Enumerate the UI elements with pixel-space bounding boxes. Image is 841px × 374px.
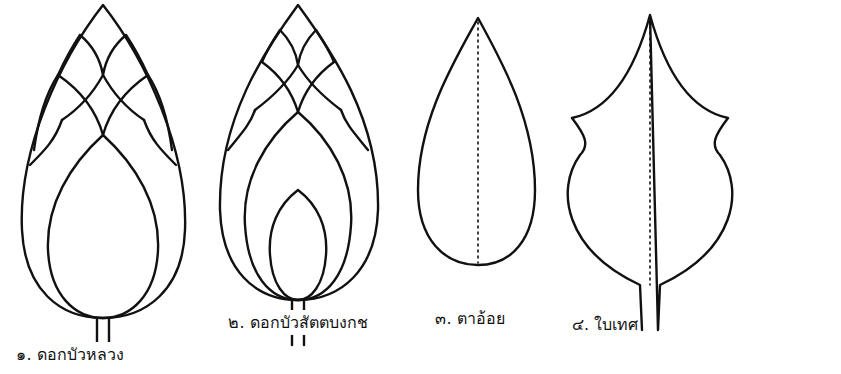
lotus-bud-small: [220, 5, 378, 345]
caption-label: ๑. ดอกบัวหลวง: [14, 342, 125, 367]
leaf-shape: [568, 15, 733, 330]
caption-label: ๔. ใบเทศ: [570, 312, 640, 337]
caption-label: ๓. ตาอ้อย: [433, 306, 506, 331]
teardrop-shape: [418, 18, 535, 265]
caption-label: ๒. ดอกบัวสัตตบงกช: [226, 310, 369, 335]
lotus-bud-large: [22, 5, 185, 365]
